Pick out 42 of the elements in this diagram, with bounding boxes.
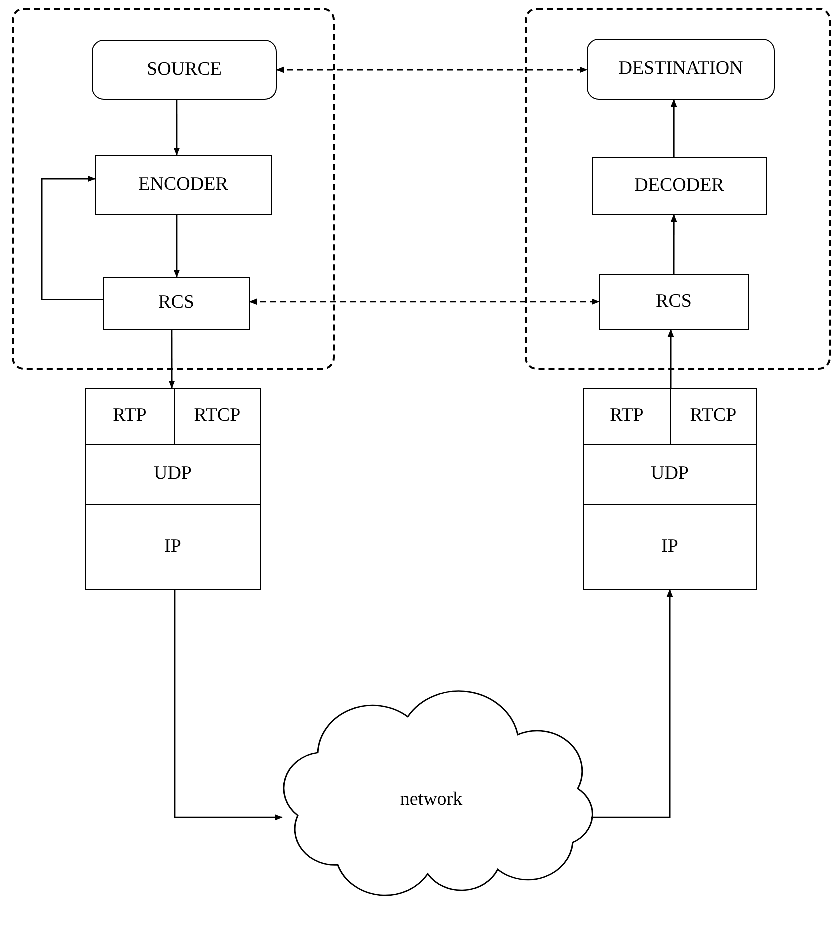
node-label: UDP — [154, 462, 192, 486]
dashed-arrow — [249, 298, 600, 306]
dashed-group — [525, 8, 831, 370]
process-box — [583, 388, 671, 445]
process-box — [583, 444, 757, 505]
arrow — [168, 330, 176, 389]
node-label: SOURCE — [147, 58, 222, 82]
process-box — [670, 388, 757, 445]
node-label: UDP — [650, 462, 689, 486]
process-box — [103, 277, 250, 330]
process-box — [85, 504, 261, 590]
arrow — [41, 176, 103, 301]
node-label: IP — [662, 534, 678, 559]
arrow — [670, 99, 678, 157]
node-label: ENCODER — [138, 172, 228, 197]
rounded-box — [587, 39, 775, 100]
arrow — [174, 100, 180, 156]
process-box — [85, 388, 175, 445]
arrow — [670, 214, 678, 274]
process-box — [95, 155, 272, 215]
node-label: DECODER — [634, 174, 724, 198]
node-label: DESTINATION — [618, 57, 744, 82]
process-box — [592, 157, 767, 215]
rounded-box — [92, 40, 277, 100]
node-label: RTCP — [194, 404, 241, 428]
dashed-arrow — [276, 66, 588, 74]
process-box — [583, 504, 757, 590]
process-box — [85, 444, 261, 505]
arrow — [174, 215, 180, 278]
node-label: network — [400, 788, 463, 812]
node-label: RTCP — [690, 404, 737, 428]
process-box — [174, 388, 261, 445]
node-label: IP — [164, 534, 182, 559]
dashed-group — [12, 8, 335, 370]
node-label: RTP — [610, 404, 644, 428]
arrow — [174, 590, 283, 821]
process-box — [599, 274, 749, 330]
node-label: RCS — [656, 290, 692, 314]
arrow — [591, 589, 674, 818]
arrow — [668, 329, 674, 388]
node-label: RCS — [158, 291, 194, 316]
node-label: RTP — [113, 404, 147, 428]
